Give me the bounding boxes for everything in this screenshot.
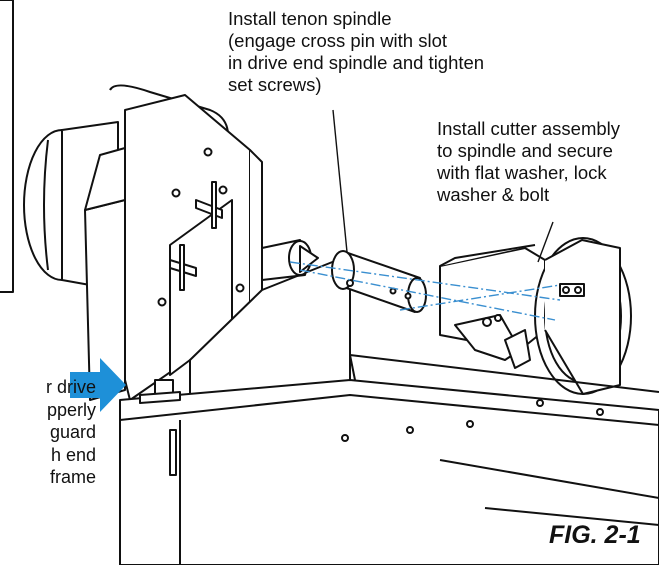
- assembly-centerlines: [289, 261, 561, 321]
- tenon-spindle-callout: Install tenon spindle (engage cross pin …: [228, 8, 485, 95]
- base-frame: [119, 354, 659, 565]
- leader-lines: [332, 109, 554, 263]
- drive-end-plate: [84, 94, 263, 401]
- cutter-assembly: [439, 237, 632, 395]
- tenon-spindle: [331, 250, 427, 313]
- drive-end-spindle: [261, 239, 319, 281]
- guard-callout-partial: r drive pperly guard h end frame: [45, 377, 96, 487]
- figure-label: FIG. 2-1: [549, 521, 641, 549]
- cutter-assembly-callout: Install cutter assembly to spindle and s…: [437, 118, 621, 205]
- inset-box-edge: [0, 0, 14, 293]
- plate-fasteners: [157, 147, 245, 307]
- guard-arrow: [70, 358, 126, 412]
